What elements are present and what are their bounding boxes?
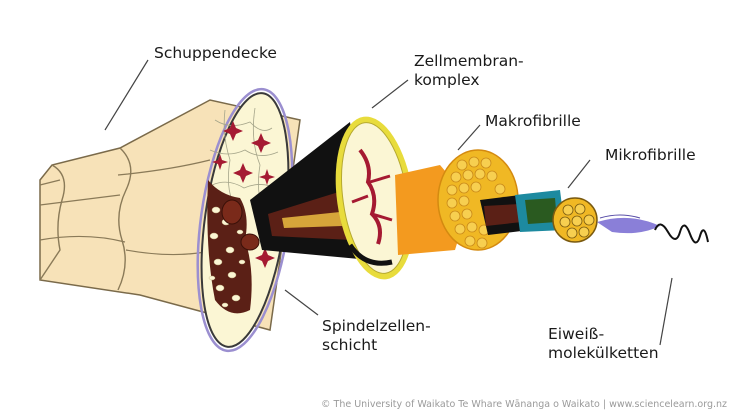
leader-micro	[567, 159, 591, 189]
label-cmc: Zellmembran- komplex	[414, 52, 524, 90]
label-protein-line2: molekülketten	[548, 344, 659, 362]
leader-cuticle	[104, 59, 149, 131]
leader-spindle	[284, 289, 319, 316]
label-protein-chains: Eiweiß- molekülketten	[548, 325, 659, 363]
copyright-credit: © The University of Waikato Te Whare Wān…	[321, 399, 727, 410]
leader-lines	[104, 59, 673, 346]
macrofibril	[395, 149, 530, 255]
leader-protein	[659, 277, 673, 346]
label-microfibril: Mikrofibrille	[605, 146, 696, 164]
cortex-cross-section	[196, 87, 294, 353]
leader-cmc	[371, 79, 409, 109]
spindle-cells	[212, 121, 275, 268]
leader-macro	[457, 124, 481, 151]
label-spindle-layer: Spindelzellen- schicht	[322, 317, 431, 355]
label-cmc-line1: Zellmembran-	[414, 52, 524, 70]
label-protein-line1: Eiweiß-	[548, 325, 605, 343]
label-cuticle: Schuppendecke	[154, 44, 277, 62]
label-spindle-line2: schicht	[322, 336, 378, 354]
cell-membrane-complex	[335, 116, 415, 280]
label-macrofibril: Makrofibrille	[485, 112, 581, 130]
protein-chains	[597, 214, 709, 244]
label-cmc-line2: komplex	[414, 71, 480, 89]
label-spindle-line1: Spindelzellen-	[322, 317, 431, 335]
microfibril	[515, 190, 598, 243]
